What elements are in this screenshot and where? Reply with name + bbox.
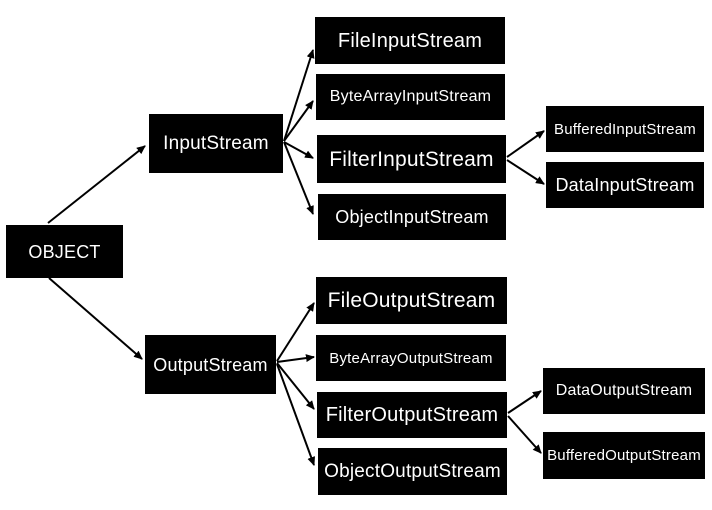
node-byte-array-output-stream: ByteArrayOutputStream: [316, 335, 506, 381]
node-label: FilterInputStream: [329, 147, 494, 171]
node-file-input-stream: FileInputStream: [315, 17, 505, 64]
arrow-output-stream-to-file-output-stream: [276, 302, 315, 362]
node-label: DataOutputStream: [555, 382, 693, 399]
node-data-input-stream: DataInputStream: [546, 162, 704, 208]
node-label: InputStream: [163, 133, 269, 154]
arrow-filter-output-stream-to-data-output-stream: [507, 390, 542, 414]
node-object-input-stream: ObjectInputStream: [318, 194, 506, 240]
node-buffered-input-stream: BufferedInputStream: [546, 106, 704, 152]
node-label: BufferedOutputStream: [547, 447, 701, 464]
arrow-input-stream-to-object-input-stream: [283, 141, 314, 215]
node-label: ObjectOutputStream: [324, 461, 501, 482]
node-file-output-stream: FileOutputStream: [316, 277, 507, 324]
arrow-input-stream-to-byte-array-input-stream: [283, 100, 314, 142]
node-output-stream: OutputStream: [145, 335, 276, 394]
arrow-output-stream-to-byte-array-output-stream: [276, 354, 315, 363]
node-data-output-stream: DataOutputStream: [543, 368, 705, 414]
arrow-filter-input-stream-to-data-input-stream: [506, 159, 545, 185]
arrow-input-stream-to-file-input-stream: [283, 49, 315, 142]
arrow-input-stream-to-filter-input-stream: [283, 141, 314, 159]
node-filter-input-stream: FilterInputStream: [317, 135, 506, 183]
node-label: ByteArrayInputStream: [329, 88, 492, 105]
node-label: OutputStream: [153, 354, 268, 375]
node-buffered-output-stream: BufferedOutputStream: [543, 432, 705, 479]
arrow-filter-output-stream-to-buffered-output-stream: [507, 415, 542, 454]
node-label: FilterOutputStream: [325, 404, 499, 426]
node-filter-output-stream: FilterOutputStream: [317, 392, 507, 438]
arrow-filter-input-stream-to-buffered-input-stream: [506, 130, 545, 158]
node-label: ByteArrayOutputStream: [329, 349, 493, 367]
node-label: FileInputStream: [337, 29, 483, 52]
arrow-output-stream-to-object-output-stream: [276, 363, 316, 466]
node-label: OBJECT: [28, 241, 101, 262]
node-label: FileOutputStream: [327, 289, 496, 312]
node-label: DataInputStream: [555, 175, 695, 195]
node-label: ObjectInputStream: [335, 207, 489, 227]
arrow-output-stream-to-filter-output-stream: [276, 362, 315, 410]
node-object-output-stream: ObjectOutputStream: [318, 448, 507, 495]
node-label: BufferedInputStream: [554, 120, 696, 138]
node-byte-array-input-stream: ByteArrayInputStream: [316, 74, 505, 120]
arrow-object-to-output-stream: [48, 277, 143, 360]
node-input-stream: InputStream: [149, 114, 283, 173]
arrow-object-to-input-stream: [47, 145, 146, 224]
node-object: OBJECT: [6, 225, 123, 278]
